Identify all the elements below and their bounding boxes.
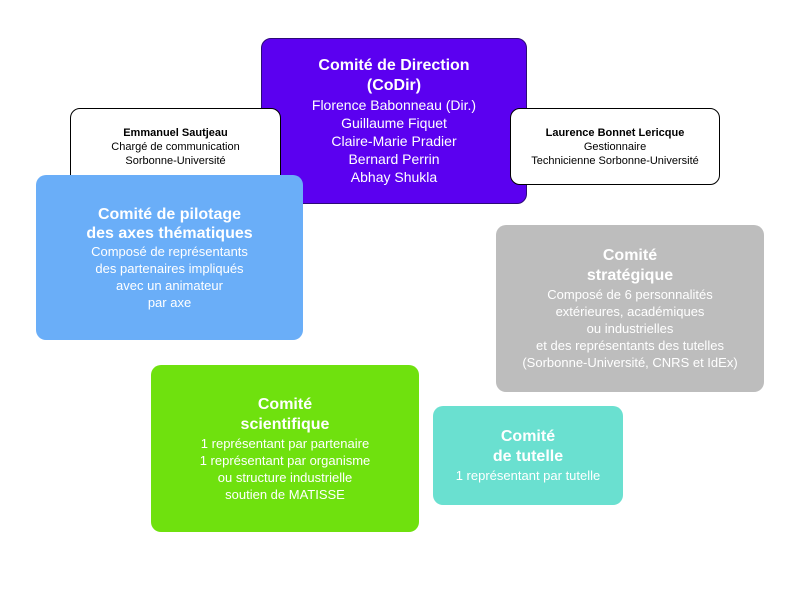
codir-member: Claire-Marie Pradier	[331, 133, 457, 149]
codir-member: Bernard Perrin	[348, 151, 440, 167]
codir-member: Florence Babonneau (Dir.)	[311, 97, 477, 113]
strategique-title-line-1: Comité	[602, 247, 658, 264]
gestion-role-line: Gestionnaire	[583, 140, 647, 153]
pilotage-desc-line: avec un animateur	[116, 277, 223, 293]
scientifique-desc-line: 1 représentant par partenaire	[200, 435, 370, 451]
strategique-box: Comité stratégique Composé de 6 personna…	[496, 225, 764, 392]
codir-box: Comité de Direction (CoDir) Florence Bab…	[261, 38, 527, 204]
scientifique-desc-line: 1 représentant par organisme	[199, 452, 371, 468]
gestion-role-line: Technicienne Sorbonne-Université	[531, 154, 699, 167]
codir-title-line-1: Comité de Direction	[318, 57, 470, 74]
tutelle-title-line-2: de tutelle	[492, 448, 564, 465]
pilotage-box: Comité de pilotage des axes thématiques …	[36, 175, 303, 340]
gestion-box: Laurence Bonnet Lericque Gestionnaire Te…	[510, 108, 720, 185]
communication-name: Emmanuel Sautjeau	[123, 126, 228, 139]
communication-role-line: Sorbonne-Université	[125, 154, 226, 167]
gestion-name: Laurence Bonnet Lericque	[545, 126, 685, 139]
pilotage-desc-line: des partenaires impliqués	[95, 260, 244, 276]
tutelle-box: Comité de tutelle 1 représentant par tut…	[433, 406, 623, 505]
scientifique-box: Comité scientifique 1 représentant par p…	[151, 365, 419, 532]
pilotage-title-line-2: des axes thématiques	[86, 224, 253, 242]
pilotage-desc-line: par axe	[147, 294, 192, 310]
strategique-title-line-2: stratégique	[586, 267, 674, 284]
strategique-desc-line: extérieures, académiques	[555, 304, 705, 319]
communication-box: Emmanuel Sautjeau Chargé de communicatio…	[70, 108, 281, 185]
codir-member: Abhay Shukla	[350, 169, 438, 185]
scientifique-title-line-1: Comité	[257, 395, 313, 413]
pilotage-title-line-1: Comité de pilotage	[97, 205, 242, 223]
strategique-desc-line: Composé de 6 personnalités	[547, 287, 713, 302]
strategique-desc-line: et des représentants des tutelles	[536, 338, 724, 353]
pilotage-desc-line: Composé de représentants	[91, 243, 248, 259]
codir-member: Guillaume Fiquet	[341, 115, 447, 131]
scientifique-desc-line: ou structure industrielle	[217, 469, 353, 485]
strategique-desc-line: (Sorbonne-Université, CNRS et IdEx)	[522, 355, 738, 370]
codir-title-line-2: (CoDir)	[366, 77, 422, 94]
scientifique-title-line-2: scientifique	[240, 415, 330, 433]
tutelle-title-line-1: Comité	[500, 428, 556, 445]
tutelle-desc-line: 1 représentant par tutelle	[455, 468, 601, 483]
strategique-desc-line: ou industrielles	[586, 321, 674, 336]
scientifique-desc-line: soutien de MATISSE	[225, 486, 345, 502]
communication-role-line: Chargé de communication	[111, 140, 240, 153]
